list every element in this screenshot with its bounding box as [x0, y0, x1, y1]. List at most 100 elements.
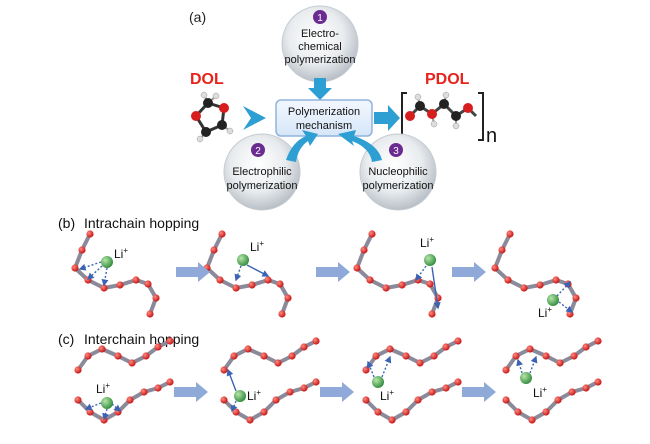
interchain-1-upper-bead — [166, 337, 174, 345]
intrachain-4-bead — [506, 230, 514, 238]
intrachain-3-bead — [360, 246, 368, 254]
intrachain-1-bead — [71, 264, 79, 272]
intrachain-4-bead — [536, 281, 544, 289]
method-1-line2: chemical — [298, 41, 341, 53]
interchain-4-lower-bead — [554, 396, 562, 404]
interchain-1-lower-bead — [166, 378, 174, 386]
interchain-4-lower-bead — [502, 396, 510, 404]
intrachain-step-arrow-2 — [316, 262, 350, 282]
intrachain-4-bead — [572, 294, 580, 302]
interchain-3-lower-bead — [414, 396, 422, 404]
interchain-1-upper-bead — [142, 352, 150, 360]
arrow-method3-to-center — [338, 130, 382, 162]
interchain-4-upper-bead — [502, 366, 510, 374]
hop-b2a — [234, 265, 242, 282]
intrachain-step-arrow-1 — [176, 262, 210, 282]
intrachain-3-bead — [428, 310, 436, 318]
interchain-3-lower-bead — [362, 396, 370, 404]
dol-label: DOL — [190, 71, 224, 88]
interchain-3-upper-bead — [430, 352, 438, 360]
interchain-2-upper-bead — [244, 345, 252, 353]
intrachain-4-bead — [498, 246, 506, 254]
interchain-3-upper-bead — [454, 337, 462, 345]
li-ion-c2-label: Li+ — [247, 388, 261, 403]
interchain-step-arrow-1 — [174, 382, 208, 402]
li-ion-c3-charge: + — [389, 388, 394, 397]
interchain-3-lower-bead — [388, 416, 396, 424]
hop-c1b — [102, 408, 109, 421]
li-ion-c1 — [101, 397, 113, 409]
interchain-4-upper-bead — [526, 345, 534, 353]
intrachain-4-bead — [491, 264, 499, 272]
interchain-1-upper-bead — [128, 359, 136, 367]
interchain-1-lower-bead — [86, 408, 94, 416]
interchain-4-upper-bead — [542, 352, 550, 360]
intrachain-4-bead — [520, 284, 528, 292]
intrachain-1-bead — [100, 284, 108, 292]
interchain-4-upper-bead — [570, 352, 578, 360]
interchain-step-arrow-3 — [462, 382, 496, 402]
interchain-3-lower-bead — [442, 384, 450, 392]
intrachain-2-bead — [278, 310, 286, 318]
method-3-badge — [389, 143, 403, 157]
pdol-molecule — [401, 91, 484, 141]
panel-c-title: Interchain hopping — [84, 331, 199, 347]
interchain-4-lower-bead — [568, 388, 576, 396]
intrachain-2 — [205, 232, 290, 316]
hop-c3a — [366, 360, 375, 378]
intrachain-1-bead — [146, 310, 154, 318]
method-2-line2: polymerization — [227, 180, 298, 192]
hop-b3b — [431, 266, 441, 310]
li-ion-c4-label: Li+ — [533, 385, 547, 400]
interchain-2-lower-bead — [232, 408, 240, 416]
li-ion-c1-label: Li+ — [96, 381, 110, 396]
intrachain-2-bead — [210, 246, 218, 254]
method-1-badge — [313, 10, 327, 24]
pdol-label: PDOL — [425, 71, 470, 88]
mechanism-line1: Polymerization — [288, 106, 360, 118]
method-3-line1: Nucleophilic — [368, 166, 428, 178]
interchain-2-lower-bead — [260, 408, 268, 416]
interchain-2-upper-bead — [260, 352, 268, 360]
intrachain-step-arrow-3 — [452, 262, 486, 282]
hopping-illustrations: Li+Li+Li+Li+Li+Li+Li+Li+ — [71, 230, 602, 424]
li-ion-b1-charge: + — [123, 246, 128, 255]
interchain-3-lower-bead — [402, 408, 410, 416]
mechanism-box: Polymerization mechanism — [275, 99, 373, 137]
method-1-line3: polymerization — [285, 54, 356, 66]
interchain-step-arrow-2 — [320, 382, 354, 402]
interchain-1-upper-bead — [154, 343, 162, 351]
interchain-1-upper-bead — [74, 366, 82, 374]
hop-c1a — [84, 402, 102, 411]
interchain-3-lower-bead — [374, 408, 382, 416]
li-ion-b3 — [424, 254, 436, 266]
panel-c-label: (c) — [58, 331, 74, 347]
hop-c1c — [111, 403, 122, 412]
interchain-2-lower-bead — [300, 384, 308, 392]
interchain-4-lower-bead — [582, 384, 590, 392]
method-1-line1: Electro- — [301, 28, 339, 40]
intrachain-3 — [355, 232, 440, 316]
li-ion-b4-label: Li+ — [538, 305, 552, 320]
interchain-4-upper-bead — [556, 359, 564, 367]
intrachain-1 — [73, 232, 158, 316]
interchain-1-lower-bead — [154, 384, 162, 392]
intrachain-3-bead — [426, 280, 434, 288]
intrachain-2-bead — [284, 294, 292, 302]
interchain-2-upper-bead — [288, 352, 296, 360]
interchain-3-upper-bead — [402, 352, 410, 360]
li-ion-c1-charge: + — [105, 381, 110, 390]
method-2-line1: Electrophilic — [232, 166, 292, 178]
interchain-3-lower-bead — [428, 388, 436, 396]
arrow-method2-to-center — [286, 130, 318, 162]
interchain-2-upper-bead — [220, 366, 228, 374]
arrow-center-to-pdol — [374, 105, 400, 131]
interchain-3-upper-bead — [372, 352, 380, 360]
interchain-3-upper-bead — [416, 359, 424, 367]
method-2-number: 2 — [255, 146, 261, 157]
intrachain-1-bead — [144, 280, 152, 288]
intrachain-1-bead — [78, 246, 86, 254]
intrachain-3-bead — [382, 284, 390, 292]
interchain-4-lower-bead — [594, 378, 602, 386]
